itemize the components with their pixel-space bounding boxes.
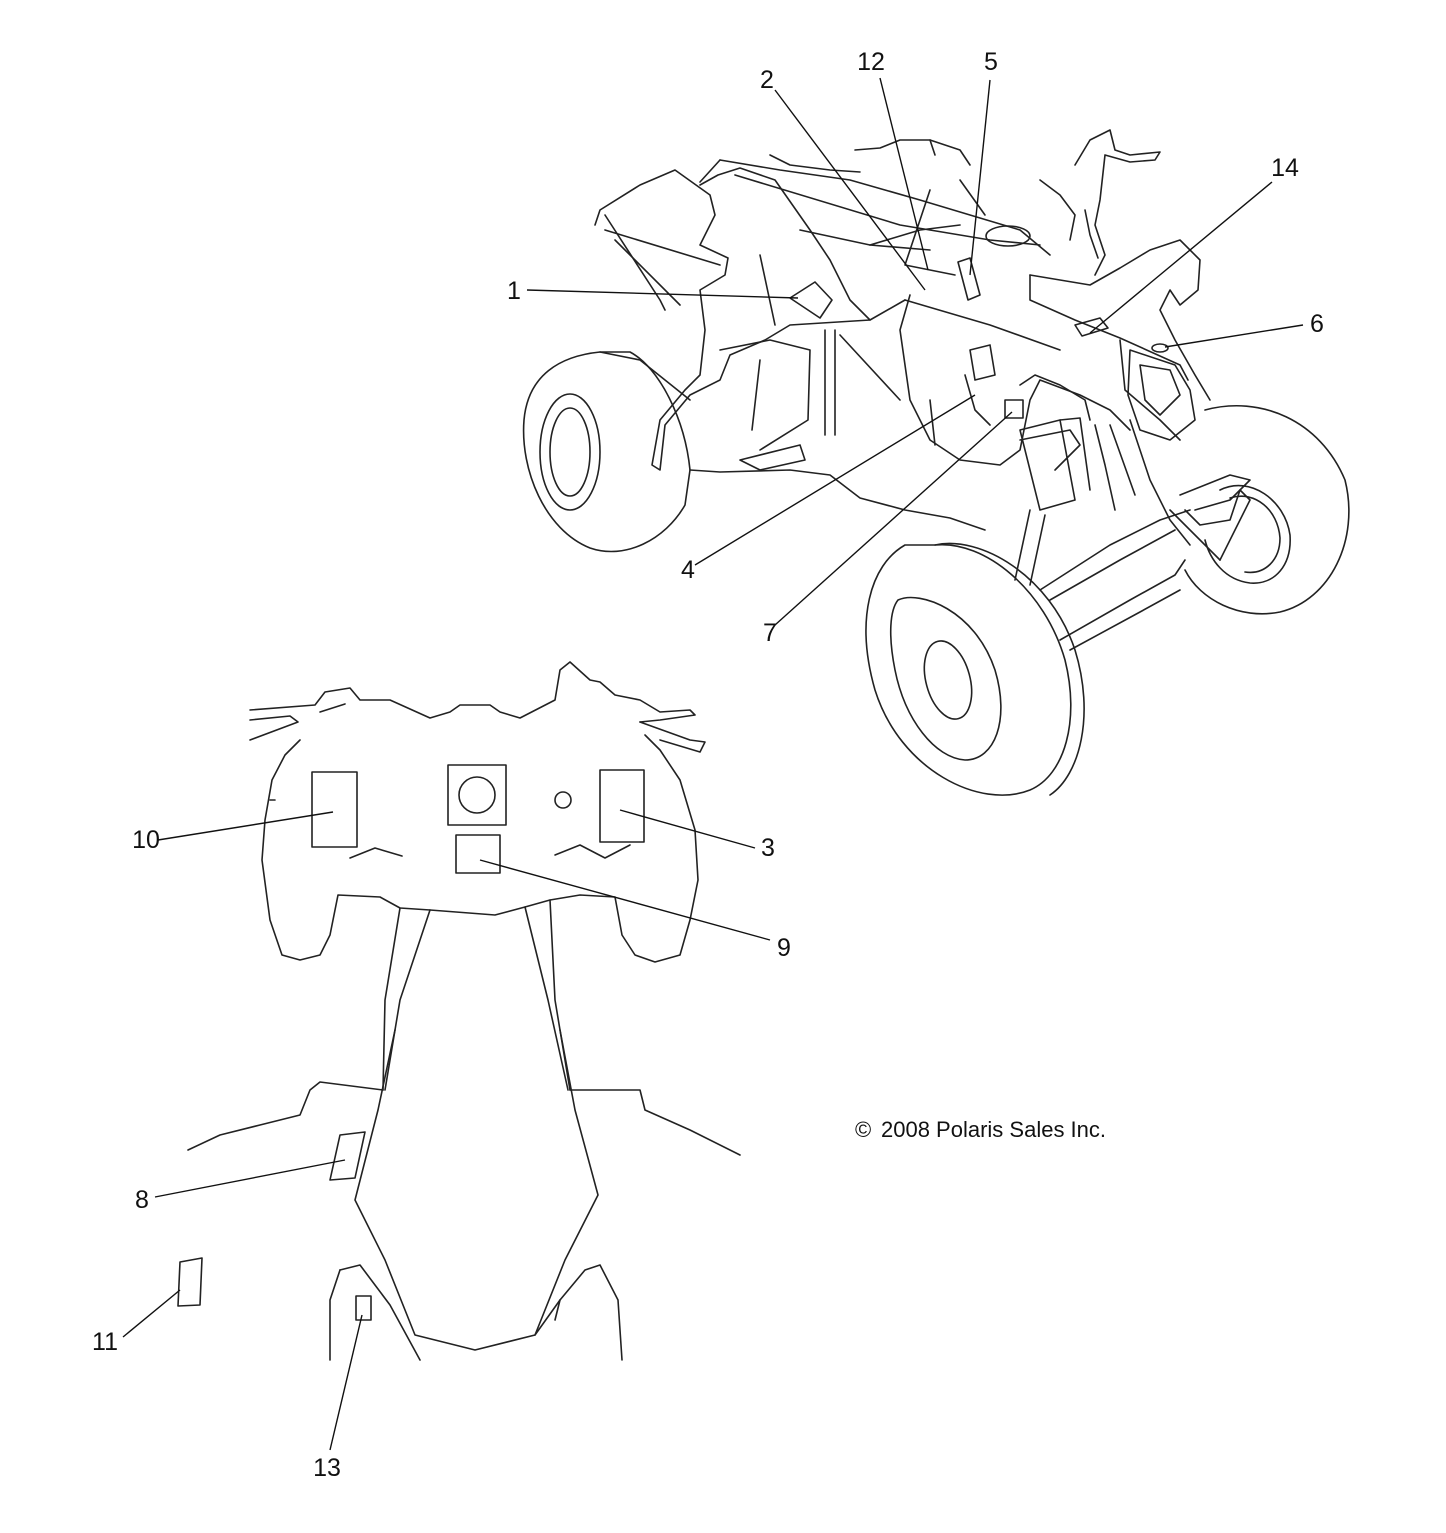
callout-3: 3 <box>761 834 775 862</box>
a-arms <box>1039 474 1251 651</box>
top-view-front <box>249 661 706 753</box>
leader-lines <box>122 77 1304 1451</box>
callout-12: 12 <box>857 48 885 76</box>
handlebar <box>1039 129 1161 276</box>
callout-7: 7 <box>763 619 777 647</box>
callout-2: 2 <box>760 66 774 94</box>
callout-11: 11 <box>92 1328 118 1356</box>
seat-tank <box>699 139 1051 276</box>
callout-9: 9 <box>777 934 791 962</box>
top-view-illustration <box>177 661 741 1361</box>
atv-illustration <box>522 129 1350 796</box>
front-right-wheel <box>1184 405 1350 615</box>
callout-13: 13 <box>313 1454 341 1482</box>
callout-5: 5 <box>984 48 998 76</box>
callout-1: 1 <box>507 277 521 305</box>
top-view-front-fender <box>261 734 699 963</box>
rear-fender <box>594 167 986 531</box>
copyright-symbol: © <box>855 1117 871 1142</box>
front-left-wheel <box>865 542 1085 796</box>
side-panels <box>839 294 1191 546</box>
copyright-notice: © 2008 Polaris Sales Inc. <box>855 1117 1106 1142</box>
callout-labels: 1 2 3 4 5 6 7 8 9 10 11 12 13 14 <box>92 48 1324 1482</box>
callout-10: 10 <box>132 826 160 854</box>
copyright-text: 2008 Polaris Sales Inc. <box>881 1117 1106 1142</box>
top-view-decal-markers <box>177 764 645 1321</box>
callout-8: 8 <box>135 1186 149 1214</box>
callout-14: 14 <box>1271 154 1299 182</box>
atv-decal-markers <box>789 257 1169 419</box>
top-view-body <box>187 899 741 1361</box>
front-fender <box>1029 239 1211 441</box>
callout-6: 6 <box>1310 310 1324 338</box>
rear-wheel <box>522 351 691 553</box>
shock-absorber <box>1014 417 1091 586</box>
callout-4: 4 <box>681 556 695 584</box>
